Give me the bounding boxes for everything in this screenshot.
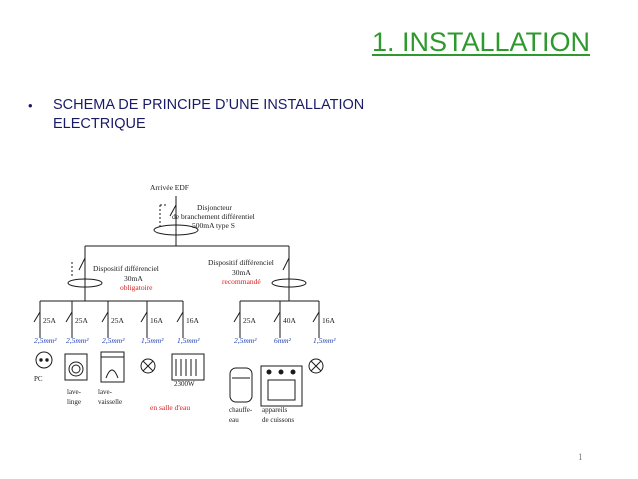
- diff-left-label: 30mA: [124, 274, 143, 283]
- circuit-label: 2300W: [174, 380, 195, 388]
- circuit-rating: 16A: [322, 316, 336, 325]
- circuit-branch: 25A 2,5mm² chauffe-eau: [229, 301, 257, 424]
- circuit-label: lave-: [98, 388, 113, 396]
- bullet-line-2: ELECTRIQUE: [53, 116, 146, 132]
- circuit-rating: 25A: [111, 316, 125, 325]
- circuit-branch: 16A 1,5mm²: [312, 301, 336, 345]
- salle-eau-note: en salle d'eau: [150, 403, 190, 412]
- circuit-section: 2,5mm²: [102, 336, 125, 345]
- bullet-text: SCHEMA DE PRINCIPE D’UNE INSTALLATION EL…: [53, 96, 413, 134]
- bullet-line-1: SCHEMA DE PRINCIPE D’UNE INSTALLATION: [53, 97, 365, 113]
- circuit-label: appareils: [262, 406, 288, 414]
- slide-title: 1. INSTALLATION: [371, 27, 590, 57]
- water-heater-icon: [229, 367, 253, 403]
- socket-icon: [35, 351, 53, 369]
- diff-right-label: 30mA: [232, 268, 251, 277]
- left-circuits: 25A 2,5mm² PC 25A 2,5mm² lave-linge 25A 2,5mm² l…: [33, 301, 200, 406]
- circuit-section: 1,5mm²: [141, 336, 164, 345]
- lamp-icon: [308, 358, 324, 374]
- circuit-label: linge: [67, 398, 81, 406]
- circuit-rating: 16A: [186, 316, 200, 325]
- disjoncteur-label: Disjoncteur: [197, 203, 232, 212]
- radiator-icon: [171, 353, 205, 381]
- diff-left-label: Dispositif différenciel: [93, 264, 159, 273]
- circuit-branch: 40A 6mm² appareils de cuissons: [262, 301, 297, 424]
- circuit-label: vaisselle: [98, 398, 122, 406]
- circuit-label: PC: [34, 375, 43, 383]
- diff-right-note: recommandé: [222, 277, 261, 286]
- circuit-section: 6mm²: [274, 336, 292, 345]
- circuit-rating: 16A: [150, 316, 164, 325]
- dishwasher-icon: [100, 351, 125, 383]
- circuit-label: lave-: [67, 388, 82, 396]
- circuit-section: 1,5mm²: [177, 336, 200, 345]
- circuit-rating: 40A: [283, 316, 297, 325]
- circuit-label: de cuissons: [262, 416, 294, 424]
- circuit-branch: 16A 1,5mm² 2300W: [174, 301, 200, 388]
- circuit-branch: 25A 2,5mm² lave-linge: [65, 301, 89, 406]
- page-number: 1: [578, 452, 583, 462]
- circuit-label: chauffe-: [229, 406, 253, 414]
- circuit-section: 1,5mm²: [313, 336, 336, 345]
- circuit-rating: 25A: [43, 316, 57, 325]
- circuit-branch: 16A 1,5mm²: [140, 301, 164, 345]
- arrivee-label: Arrivée EDF: [150, 183, 189, 192]
- circuit-rating: 25A: [75, 316, 89, 325]
- circuit-label: eau: [229, 416, 239, 424]
- disjoncteur-label: 500mA type S: [192, 221, 235, 230]
- circuit-section: 2,5mm²: [34, 336, 57, 345]
- circuit-section: 2,5mm²: [66, 336, 89, 345]
- lamp-icon: [140, 358, 156, 374]
- diff-right-label: Dispositif différenciel: [208, 258, 274, 267]
- circuit-rating: 25A: [243, 316, 257, 325]
- washing-machine-icon: [64, 353, 88, 381]
- disjoncteur-label: de branchement différentiel: [172, 212, 255, 221]
- right-circuits: 25A 2,5mm² chauffe-eau 40A 6mm² appareils de c…: [229, 301, 336, 424]
- diff-left-note: obligatoire: [120, 283, 153, 292]
- circuit-branch: 25A 2,5mm² lave-vaisselle: [98, 301, 125, 406]
- circuit-section: 2,5mm²: [234, 336, 257, 345]
- bullet-icon: •: [28, 98, 33, 113]
- circuit-branch: 25A 2,5mm² PC: [33, 301, 57, 383]
- oven-icon: [260, 365, 303, 407]
